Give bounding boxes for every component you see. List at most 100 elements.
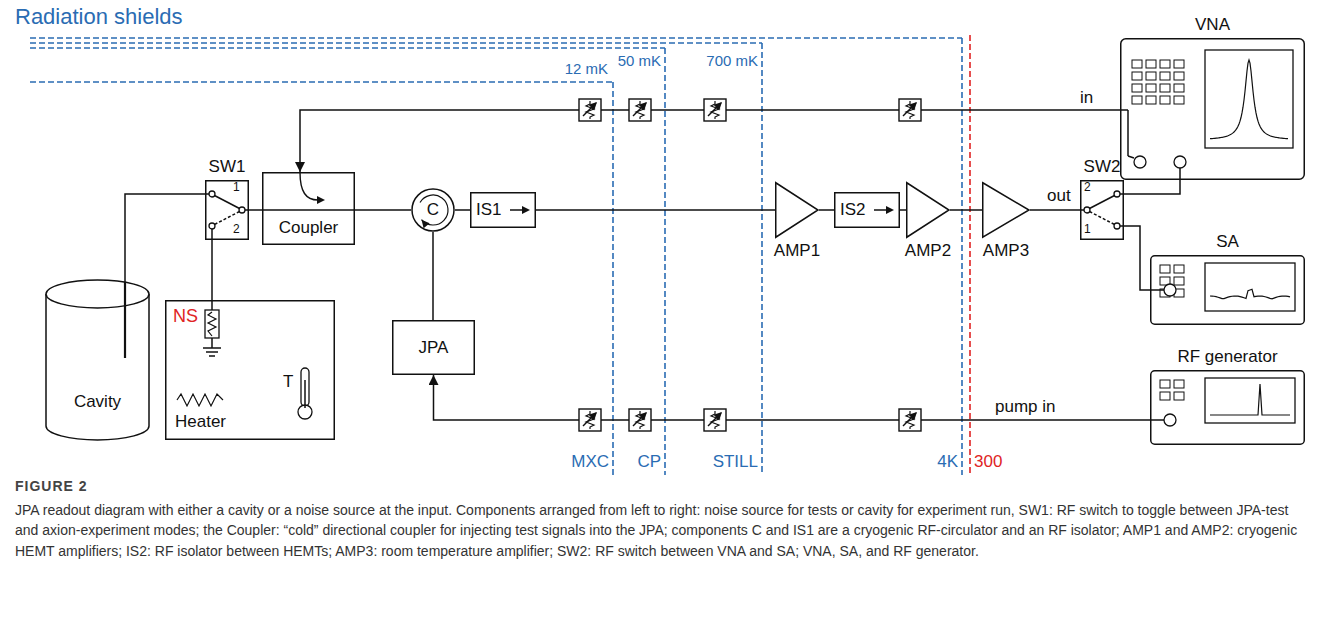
- noise-source: NSHeaterT: [165, 300, 335, 440]
- wire: [583, 413, 596, 426]
- signal-line: [249, 209, 262, 211]
- attenuator-box: [899, 409, 921, 431]
- port: [209, 191, 215, 197]
- wire: [1120, 193, 1124, 195]
- button: [1132, 60, 1142, 68]
- isolator: IS1: [470, 192, 536, 228]
- rf-switch: SW1: [205, 180, 249, 240]
- button: [1174, 60, 1184, 68]
- network-analyzer-shape: [1120, 38, 1305, 180]
- rf-generator-shape: [1150, 370, 1305, 445]
- node-label: SA: [1216, 232, 1239, 252]
- antenna-probe: [124, 282, 126, 358]
- node-label: AMP1: [774, 241, 820, 261]
- rf-generator: RF generator: [1150, 370, 1305, 445]
- line-label: pump in: [993, 397, 1057, 417]
- node-label: IS2: [840, 200, 866, 220]
- signal-line: [1030, 209, 1080, 211]
- wire: [1120, 109, 1128, 111]
- screen: [1205, 263, 1295, 311]
- arrow-head: [909, 412, 917, 420]
- stage-label: 50 mK: [618, 52, 661, 69]
- wire: [304, 380, 306, 408]
- attenuator-box: [629, 99, 651, 121]
- stage-label: MXC: [571, 452, 609, 472]
- node-label: VNA: [1195, 15, 1230, 35]
- wire: [1179, 168, 1181, 180]
- button: [1146, 72, 1156, 80]
- arrow-head: [589, 102, 597, 110]
- circulator: C: [411, 188, 455, 232]
- wire: [1090, 212, 1115, 225]
- circulator-ring: [412, 189, 454, 231]
- attenuator: [629, 409, 651, 431]
- button: [1160, 72, 1170, 80]
- button: [1174, 277, 1184, 285]
- signal-line: [434, 375, 1151, 420]
- pump-spike: [1210, 384, 1290, 415]
- wire: [215, 196, 240, 209]
- button: [1132, 96, 1142, 104]
- wire: [203, 347, 221, 349]
- button: [1146, 96, 1156, 104]
- button: [1146, 60, 1156, 68]
- port: [1174, 156, 1186, 168]
- button: [1174, 392, 1184, 400]
- button: [1160, 60, 1170, 68]
- wire: [209, 355, 215, 357]
- wire: [1128, 156, 1134, 158]
- arrow-head: [639, 102, 647, 110]
- signal-line: [455, 209, 470, 211]
- shield-4k-top: [30, 37, 962, 39]
- resistor-zigzag: [208, 312, 216, 336]
- directional-coupler: Coupler: [262, 172, 355, 245]
- button: [1132, 72, 1142, 80]
- wire: [245, 209, 249, 211]
- outline: [471, 193, 536, 228]
- attenuator-box: [704, 409, 726, 431]
- arrow-head: [714, 412, 722, 420]
- signal-line: [432, 232, 434, 320]
- node-label: C: [427, 200, 439, 220]
- stage-label: 4K: [937, 452, 958, 472]
- shield-still-top: [30, 42, 762, 44]
- port: [1164, 414, 1176, 426]
- button: [1132, 84, 1142, 92]
- line-label: out: [1045, 186, 1073, 206]
- stage-label: CP: [637, 452, 661, 472]
- node-label: SW2: [1084, 157, 1121, 177]
- signal-line: [1124, 226, 1150, 290]
- outline: [393, 321, 475, 375]
- signal-line: [819, 209, 834, 211]
- amplifier-shape: [982, 182, 1030, 238]
- shield-still-side: [761, 43, 763, 475]
- button: [1174, 72, 1184, 80]
- noise-trace: [1210, 289, 1290, 299]
- button: [1160, 265, 1170, 273]
- amplifier: AMP1: [775, 182, 819, 238]
- node-label: AMP2: [905, 241, 951, 261]
- network-analyzer: VNA: [1120, 38, 1305, 180]
- amplifier-triangle: [776, 183, 818, 238]
- shield-mxc-top: [30, 81, 613, 83]
- cavity: Cavity: [45, 280, 150, 440]
- node-label: Cavity: [74, 392, 121, 412]
- signal-line: [1124, 180, 1180, 194]
- wire: [211, 229, 213, 240]
- wire: [708, 413, 721, 426]
- signal-line: [125, 194, 205, 282]
- attenuator-box: [704, 99, 726, 121]
- wire: [1150, 419, 1164, 421]
- amplifier: AMP2: [906, 182, 950, 238]
- wire: [1090, 196, 1115, 209]
- resonance-curve: [1210, 60, 1288, 139]
- wire: [903, 413, 916, 426]
- resistor: [205, 310, 219, 338]
- arrow-head: [589, 412, 597, 420]
- arrow-head: [886, 206, 894, 214]
- port: [239, 207, 245, 213]
- figure-caption: JPA readout diagram with either a cavity…: [15, 500, 1314, 561]
- wire: [903, 103, 916, 116]
